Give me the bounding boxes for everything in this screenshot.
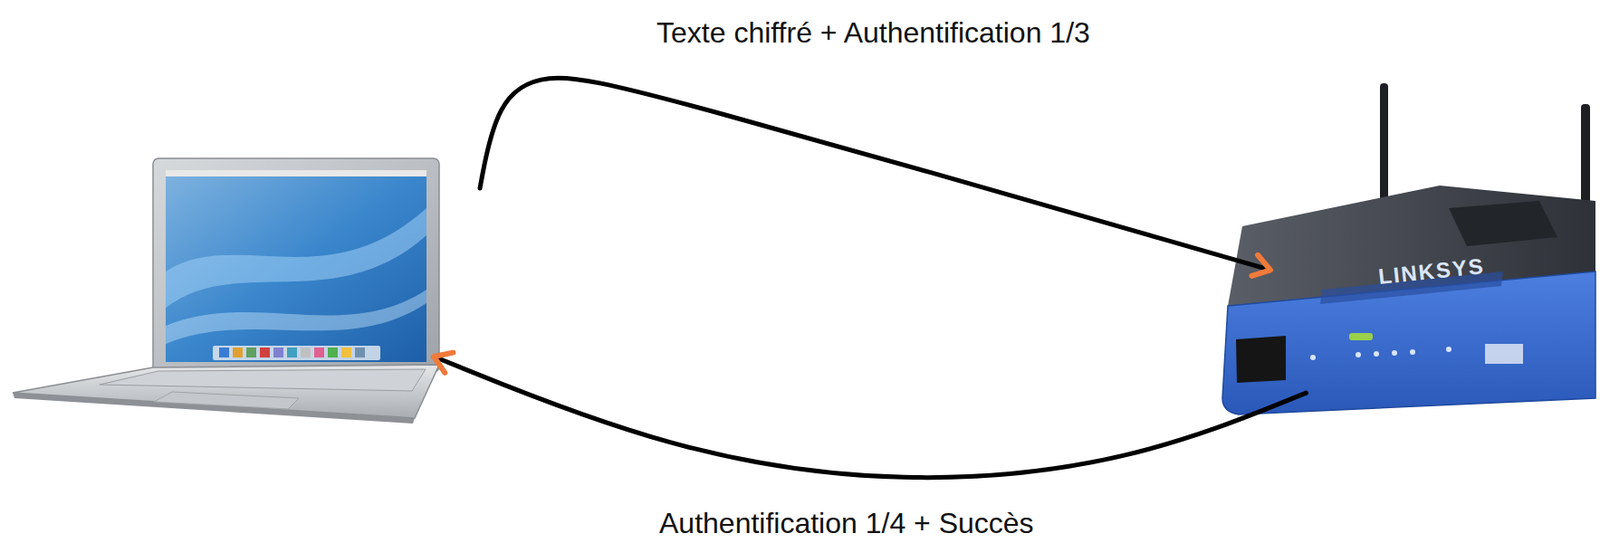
arrow-connector bbox=[479, 77, 1271, 270]
router-front bbox=[1222, 271, 1596, 415]
wallpaper-swoosh bbox=[165, 289, 427, 345]
laptop-edge bbox=[12, 392, 415, 424]
dock-icons bbox=[219, 347, 365, 358]
led bbox=[1349, 333, 1373, 341]
edge-label: Texte chiffré + Authentification 1/3 bbox=[651, 16, 1096, 50]
router-badge bbox=[1485, 344, 1524, 365]
wallpaper-swoosh bbox=[165, 208, 427, 308]
menu-bar bbox=[165, 170, 427, 177]
keyboard bbox=[99, 369, 426, 392]
router-illustration bbox=[1222, 83, 1596, 415]
arrow-connector bbox=[433, 356, 1306, 479]
router-panel bbox=[1235, 335, 1286, 384]
router-node: LINKSYS bbox=[1219, 81, 1596, 419]
trackpad bbox=[153, 392, 299, 410]
brand-label: LINKSYS bbox=[1377, 253, 1486, 290]
laptop-lid bbox=[153, 158, 440, 373]
edge-label: Authentification 1/4 + Succès bbox=[653, 507, 1040, 541]
router-vent bbox=[1448, 201, 1558, 247]
laptop-node bbox=[9, 158, 480, 419]
led-row bbox=[1310, 346, 1452, 361]
laptop-illustration bbox=[12, 158, 440, 424]
laptop-screen bbox=[165, 170, 427, 363]
dock bbox=[212, 345, 381, 361]
